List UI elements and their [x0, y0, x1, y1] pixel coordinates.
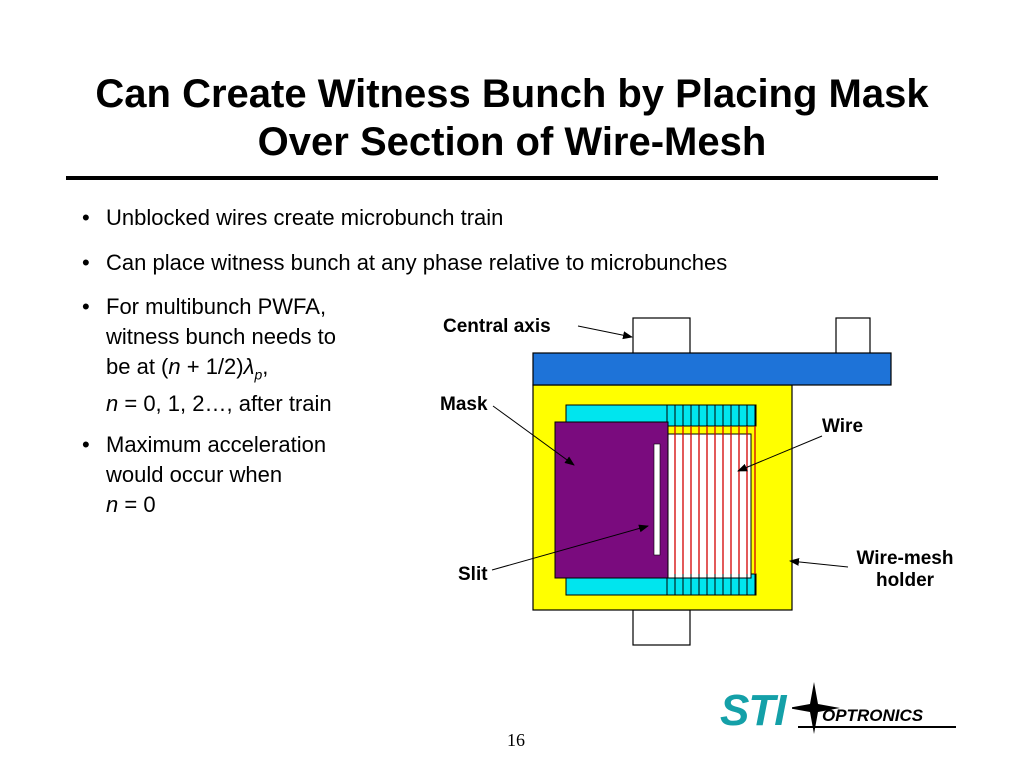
bullet-4-line-3: n = 0	[106, 490, 326, 520]
mesh-window	[659, 433, 752, 579]
bullet-3: • For multibunch PWFA, witness bunch nee…	[82, 292, 336, 419]
var-lambda: λ	[243, 354, 255, 379]
bullet-1: • Unblocked wires create microbunch trai…	[82, 203, 503, 233]
bullet-dot: •	[82, 205, 90, 230]
slit-label: Slit	[458, 564, 488, 585]
bullet-2: • Can place witness bunch at any phase r…	[82, 248, 727, 278]
holder-label-line-1: Wire-mesh	[856, 548, 954, 569]
slit	[653, 443, 661, 556]
bullet-dot: •	[82, 294, 90, 319]
slide-title: Can Create Witness Bunch by Placing Mask…	[20, 70, 1004, 166]
bullet-3-line-4: n = 0, 1, 2…, after train	[106, 389, 336, 419]
bullet-4: • Maximum acceleration would occur when …	[82, 430, 326, 520]
top-post-right	[835, 317, 871, 355]
central-axis-pointer	[577, 325, 633, 340]
holder-label: Wire-mesh holder	[840, 548, 970, 592]
central-axis-bar	[532, 352, 892, 386]
mask-label: Mask	[440, 394, 488, 415]
var-n: n	[168, 354, 181, 379]
wire-pointer	[737, 435, 823, 472]
mask	[554, 421, 669, 579]
bullet-dot: •	[82, 250, 90, 275]
bullet-3-line-2: witness bunch needs to	[106, 324, 336, 349]
logo-underline	[798, 726, 956, 728]
logo-optronics-text: OPTRONICS	[822, 706, 924, 725]
title-line-1: Can Create Witness Bunch by Placing Mask	[95, 72, 929, 116]
logo-sti-text: STI	[720, 686, 786, 735]
text-part: ,	[262, 354, 269, 379]
top-post-left	[632, 317, 691, 355]
text-part: be at (	[106, 354, 169, 379]
slit-pointer	[491, 524, 649, 571]
bullet-4-line-1: Maximum acceleration	[106, 432, 327, 457]
subscript-p: p	[254, 366, 263, 383]
holder-label-line-2: holder	[875, 570, 935, 591]
bullet-3-line-3: be at (n + 1/2)λp,	[106, 352, 336, 389]
text-part: = 0, 1, 2…, after train	[118, 391, 332, 417]
bullet-2-text: Can place witness bunch at any phase rel…	[106, 250, 728, 275]
text-part: = 0	[118, 492, 156, 517]
sti-optronics-logo: STI OPTRONICS	[712, 678, 962, 738]
title-line-2: Over Section of Wire-Mesh	[257, 120, 767, 164]
bullet-1-text: Unblocked wires create microbunch train	[106, 205, 504, 230]
bottom-post	[632, 609, 691, 646]
text-part: + 1/2)	[180, 354, 244, 379]
mask-pointer	[492, 405, 575, 466]
logo-star-icon	[792, 682, 840, 734]
bullet-4-line-2: would occur when	[106, 462, 283, 487]
holder-pointer	[789, 557, 849, 568]
bullet-3-line-1: For multibunch PWFA,	[106, 294, 327, 319]
title-rule	[66, 176, 938, 180]
central-axis-label: Central axis	[443, 316, 551, 337]
page-number: 16	[507, 730, 525, 750]
wire-label: Wire	[822, 416, 864, 437]
bullet-dot: •	[82, 432, 90, 457]
var-n: n	[106, 391, 119, 417]
var-n: n	[106, 492, 119, 517]
